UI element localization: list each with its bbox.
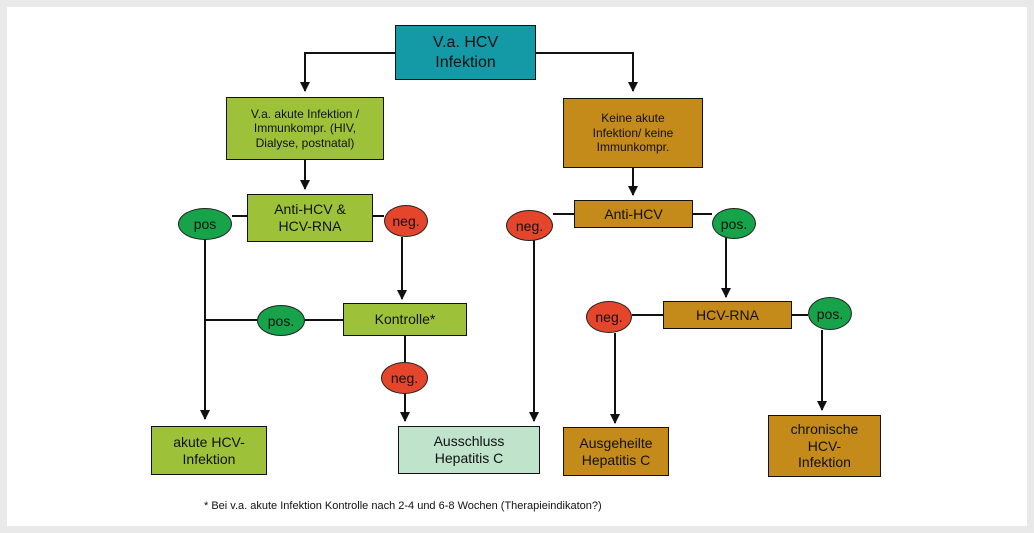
pos-oval-hcvrna: pos. [808, 297, 852, 330]
neg-oval-acute: neg. [384, 205, 428, 237]
neg-oval-hcvrna: neg. [586, 301, 632, 333]
ausschluss-node: Ausschluss Hepatitis C [398, 426, 540, 474]
pos-oval-antihcv: pos. [712, 208, 756, 239]
edge-start-to-acute [300, 52, 395, 92]
edge-layer [200, 52, 827, 424]
chronisch-node: chronische HCV- Infektion [768, 415, 881, 477]
edge-start-to-no-acute [536, 52, 638, 92]
neg-oval-kontrolle: neg. [381, 362, 428, 394]
neg-oval-antihcv: neg. [506, 210, 553, 241]
footnote: * Bei v.a. akute Infektion Kontrolle nac… [204, 500, 602, 512]
kontrolle-node: Kontrolle* [343, 303, 467, 336]
anti-hcv-node: Anti-HCV [574, 200, 693, 228]
no-acute-node: Keine akute Infektion/ keine Immunkompr. [563, 98, 703, 168]
acute-hcv-node: akute HCV- Infektion [151, 426, 267, 475]
start-node: V.a. HCV Infektion [395, 25, 536, 80]
hcv-rna-node: HCV-RNA [663, 301, 792, 329]
acute-suspect-node: V.a. akute Infektion / Immunkompr. (HIV,… [226, 97, 384, 160]
pos-oval-acute: pos [178, 208, 232, 240]
diagram-panel: V.a. HCV Infektion V.a. akute Infektion … [7, 7, 1027, 526]
anti-hcv-rna-node: Anti-HCV & HCV-RNA [247, 194, 373, 242]
ausgeheilt-node: Ausgeheilte Hepatitis C [563, 427, 669, 476]
pos-oval-kontrolle: pos. [257, 305, 305, 336]
